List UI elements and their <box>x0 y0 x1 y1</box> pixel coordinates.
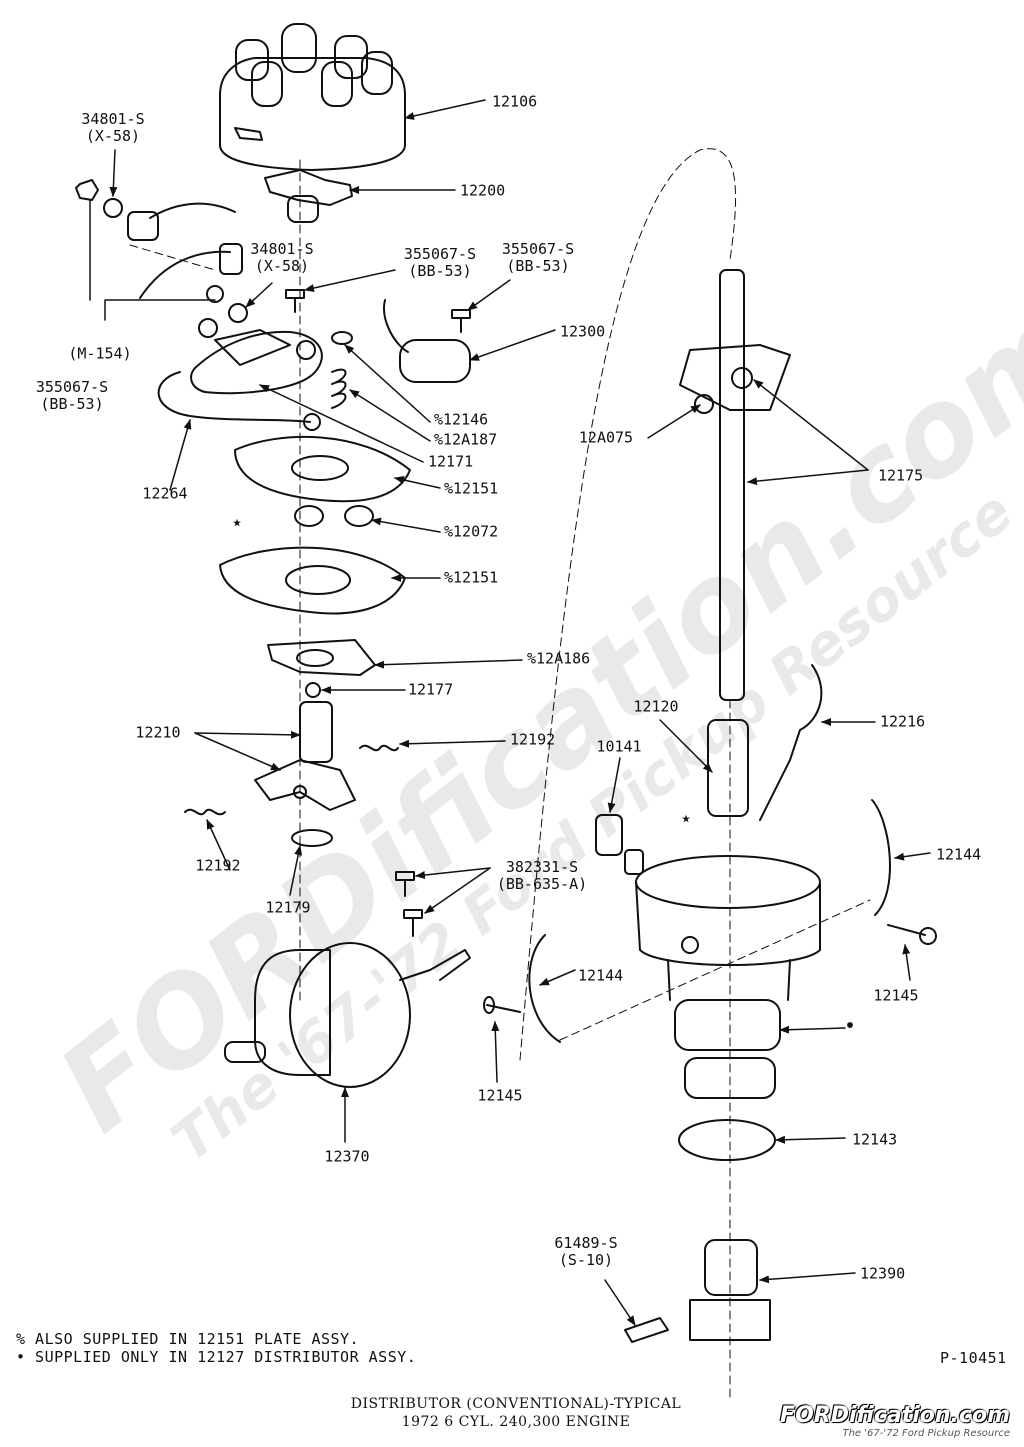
o-ring-12143 <box>678 1119 776 1161</box>
condenser-12300 <box>383 299 471 383</box>
label-12a187: %12A187 <box>434 430 498 449</box>
label-12151-lower: %12151 <box>444 568 499 587</box>
fitting-10141 <box>595 814 623 856</box>
label-12300: 12300 <box>560 322 606 341</box>
leader-lines <box>109 99 931 1326</box>
m154-bracket <box>89 199 216 321</box>
assembly-centerlines <box>129 148 871 1401</box>
label-382331s: 382331-S (BB-635-A) <box>496 858 588 893</box>
label-12200: 12200 <box>460 181 506 200</box>
vacuum-hose-12216 <box>759 664 823 821</box>
label-12210: 12210 <box>135 723 181 742</box>
label-12120: 12120 <box>633 697 679 716</box>
screw-12145-right <box>887 924 926 936</box>
label-12216: 12216 <box>880 712 926 731</box>
brand-tagline: The '67-'72 Ford Pickup Resource <box>842 1428 1010 1439</box>
clip-12144-right <box>871 799 891 916</box>
label-12171: 12171 <box>428 452 474 471</box>
distributor-cap-12106 <box>219 23 406 171</box>
label-star-1: ★ <box>232 512 242 531</box>
figure-reference: P-10451 <box>940 1349 1007 1367</box>
lead-wires <box>75 179 248 323</box>
label-355067s-mid: 355067-S (BB-53) <box>403 245 477 280</box>
label-12175: 12175 <box>878 466 924 485</box>
brand-logo: FORDification.com The '67-'72 Ford Picku… <box>780 1403 1010 1439</box>
label-355067s-left: 355067-S (BB-53) <box>35 378 109 413</box>
footnote-bullet: • SUPPLIED ONLY IN 12127 DISTRIBUTOR ASS… <box>16 1348 417 1366</box>
breaker-points-12171 <box>190 318 323 395</box>
spring-and-cap <box>331 331 353 409</box>
label-12a075: 12A075 <box>578 428 634 447</box>
label-12144-mid: 12144 <box>578 966 624 985</box>
shaft-12175 <box>679 269 791 701</box>
label-12a186: %12A186 <box>527 649 591 668</box>
screw-12145-mid <box>486 1004 521 1013</box>
label-12144-right: 12144 <box>936 845 982 864</box>
label-star-2: ★ <box>681 808 691 827</box>
label-12145-mid: 12145 <box>477 1086 523 1105</box>
label-61489s: 61489-S (S-10) <box>554 1234 618 1269</box>
label-355067s-right: 355067-S (BB-53) <box>501 240 575 275</box>
primary-lead-12264 <box>157 371 311 423</box>
screws <box>285 289 471 937</box>
label-12179: 12179 <box>265 898 311 917</box>
clip-12177 <box>305 682 321 698</box>
label-34801s-mid: 34801-S (X-58) <box>250 240 314 275</box>
label-12390: 12390 <box>860 1264 906 1283</box>
spring-12192-left <box>184 808 226 816</box>
vacuum-advance-12370 <box>224 942 471 1088</box>
breaker-plate-upper-12151 <box>234 435 411 503</box>
label-12151-upper: %12151 <box>444 479 499 498</box>
label-12370: 12370 <box>324 1147 370 1166</box>
label-12177: 12177 <box>408 680 454 699</box>
pin-61489 <box>624 1317 669 1343</box>
caption-line-2: 1972 6 CYL. 240,300 ENGINE <box>401 1414 631 1430</box>
label-m154: (M-154) <box>68 344 132 363</box>
plate-12A186 <box>267 639 376 676</box>
footnote-percent: % ALSO SUPPLIED IN 12151 PLATE ASSY. <box>16 1330 360 1348</box>
rotor-12200 <box>264 169 353 223</box>
caption-line-1: DISTRIBUTOR (CONVENTIONAL)-TYPICAL <box>350 1396 682 1412</box>
label-12106: 12106 <box>492 92 538 111</box>
drive-gear-12390 <box>689 1239 771 1341</box>
label-12072: %12072 <box>444 522 499 541</box>
spring-12192-right <box>359 744 399 752</box>
label-34801s-left: 34801-S (X-58) <box>81 110 145 145</box>
label-dot: • <box>843 1013 857 1038</box>
sleeve-12120 <box>707 719 749 817</box>
label-12192-right: 12192 <box>510 730 556 749</box>
breaker-plate-lower-12151 <box>219 546 406 615</box>
advance-weights-12210 <box>254 701 356 811</box>
label-12146: %12146 <box>434 410 489 429</box>
label-12143: 12143 <box>852 1130 898 1149</box>
brand-name: FORDification.com <box>780 1403 1010 1428</box>
label-12145-right: 12145 <box>873 986 919 1005</box>
label-12264: 12264 <box>142 484 188 503</box>
washer-12179 <box>291 829 333 847</box>
label-10141: 10141 <box>596 737 642 756</box>
distributor-housing <box>635 855 821 1099</box>
felt-washer <box>294 505 324 527</box>
label-12192-left: 12192 <box>195 856 241 875</box>
clip-12144-mid <box>528 934 561 1043</box>
